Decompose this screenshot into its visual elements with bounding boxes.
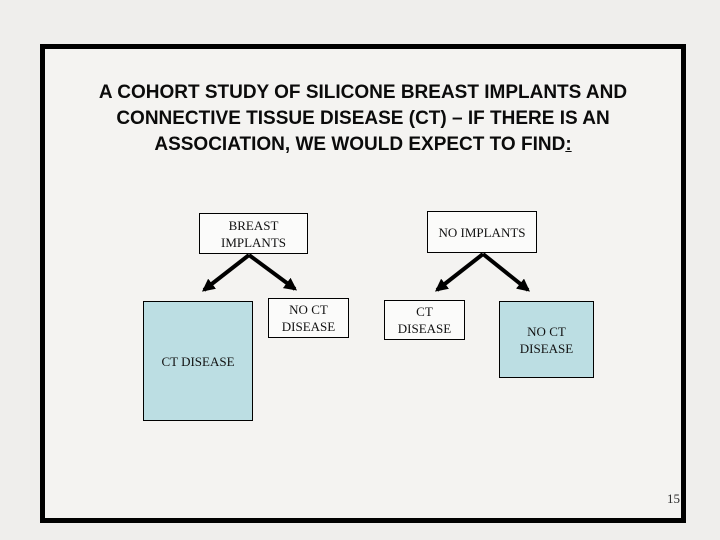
box-no-ct-disease-exposed-label: NO CT DISEASE	[281, 302, 336, 334]
slide-title-text: A COHORT STUDY OF SILICONE BREAST IMPLAN…	[98, 82, 628, 155]
box-ct-disease-unexposed-label: CT DISEASE	[397, 304, 452, 336]
box-ct-disease-unexposed: CT DISEASE	[384, 300, 465, 340]
slide-page-number: 15	[667, 491, 680, 506]
slide-title-underlined-colon: :	[565, 134, 572, 155]
box-breast-implants: BREAST IMPLANTS	[199, 213, 308, 254]
box-no-ct-disease-unexposed: NO CT DISEASE	[499, 301, 594, 378]
box-ct-disease-exposed: CT DISEASE	[143, 301, 253, 421]
box-ct-disease-exposed-label: CT DISEASE	[161, 353, 235, 369]
slide-canvas	[40, 44, 686, 523]
box-breast-implants-label: BREAST IMPLANTS	[220, 217, 286, 250]
box-no-implants: NO IMPLANTS	[427, 211, 537, 253]
box-no-ct-disease-exposed: NO CT DISEASE	[268, 298, 349, 338]
box-no-implants-label: NO IMPLANTS	[438, 224, 526, 240]
box-no-ct-disease-unexposed-label: NO CT DISEASE	[519, 323, 574, 356]
slide-title: A COHORT STUDY OF SILICONE BREAST IMPLAN…	[52, 80, 674, 158]
